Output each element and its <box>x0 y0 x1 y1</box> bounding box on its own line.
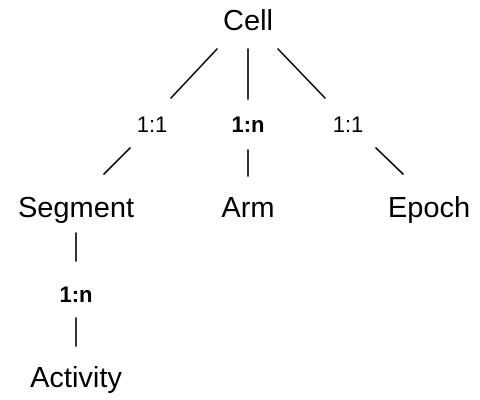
node-arm: Arm <box>221 192 274 224</box>
node-segment: Segment <box>18 192 134 224</box>
edge-cell-segment-lower <box>103 147 131 175</box>
cardinality-cell-epoch: 1:1 <box>333 112 364 137</box>
cardinality-cell-arm: 1:n <box>232 112 265 137</box>
node-activity: Activity <box>30 362 122 394</box>
edge-cell-epoch-upper <box>277 48 326 99</box>
edge-cell-epoch-lower <box>375 147 404 175</box>
node-epoch: Epoch <box>388 192 470 224</box>
edge-cell-segment-upper <box>170 48 218 99</box>
cardinality-segment-activity: 1:n <box>60 282 93 307</box>
cardinality-cell-segment: 1:1 <box>137 112 168 137</box>
node-cell: Cell <box>223 5 273 37</box>
